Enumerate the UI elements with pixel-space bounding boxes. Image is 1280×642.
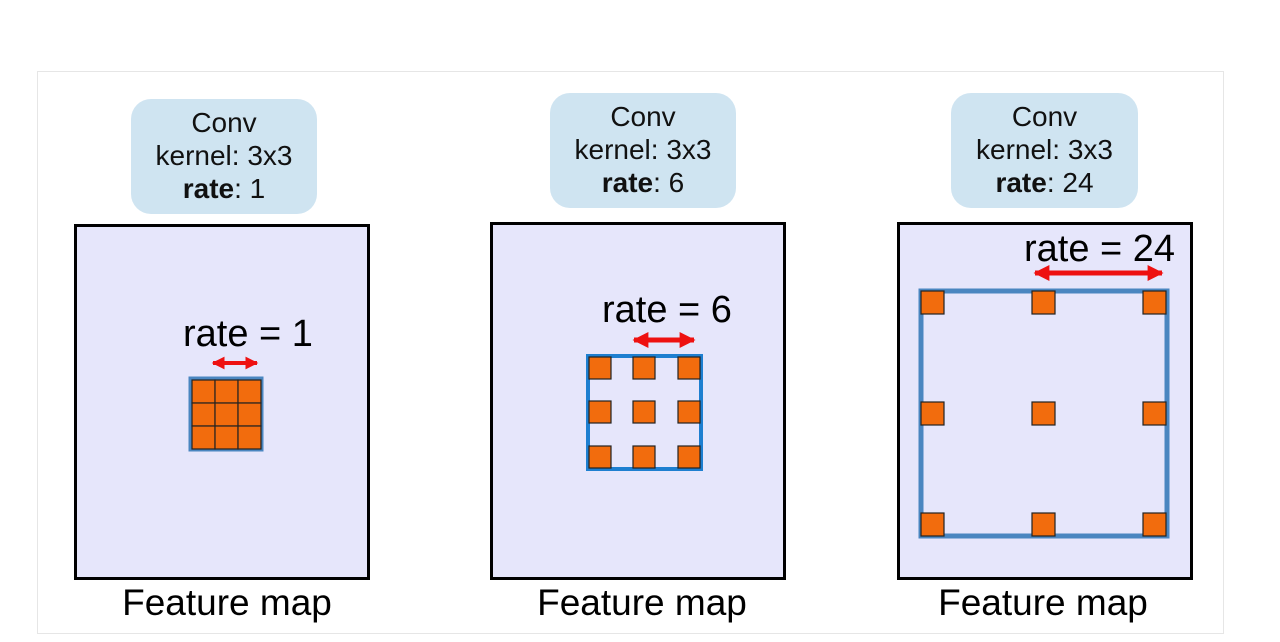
feature-map-caption-3: Feature map	[938, 582, 1148, 623]
feature-map-rate-24	[897, 222, 1193, 580]
rate-value: : 24	[1046, 167, 1094, 198]
conv-label-box-rate-6: Conv kernel: 3x3 rate: 6	[550, 93, 736, 208]
rate-key: rate	[601, 167, 654, 198]
rate-label-6: rate = 6	[602, 289, 732, 331]
rate-line: rate: 6	[550, 166, 736, 199]
rate-key: rate	[995, 167, 1047, 198]
feature-map-rate-6	[490, 222, 786, 580]
kernel-size: kernel: 3x3	[976, 134, 1113, 165]
rate-line: rate: 24	[951, 166, 1138, 199]
feature-map-caption-1: Feature map	[122, 582, 332, 623]
feature-map-rate-1	[74, 224, 370, 580]
feature-map-caption-2: Feature map	[537, 582, 747, 623]
rate-value: : 6	[653, 167, 685, 198]
conv-label-box-rate-1: Conv kernel: 3x3 rate: 1	[131, 99, 317, 214]
conv-label-box-rate-24: Conv kernel: 3x3 rate: 24	[951, 93, 1138, 208]
rate-label-1: rate = 1	[183, 313, 313, 355]
rate-label-24: rate = 24	[1024, 228, 1176, 270]
conv-title: Conv	[610, 101, 676, 132]
rate-key: rate	[182, 173, 235, 204]
kernel-size: kernel: 3x3	[155, 140, 293, 171]
rate-line: rate: 1	[131, 172, 317, 205]
kernel-size: kernel: 3x3	[574, 134, 712, 165]
rate-value: : 1	[234, 173, 266, 204]
conv-title: Conv	[1011, 101, 1078, 132]
conv-title: Conv	[191, 107, 257, 138]
